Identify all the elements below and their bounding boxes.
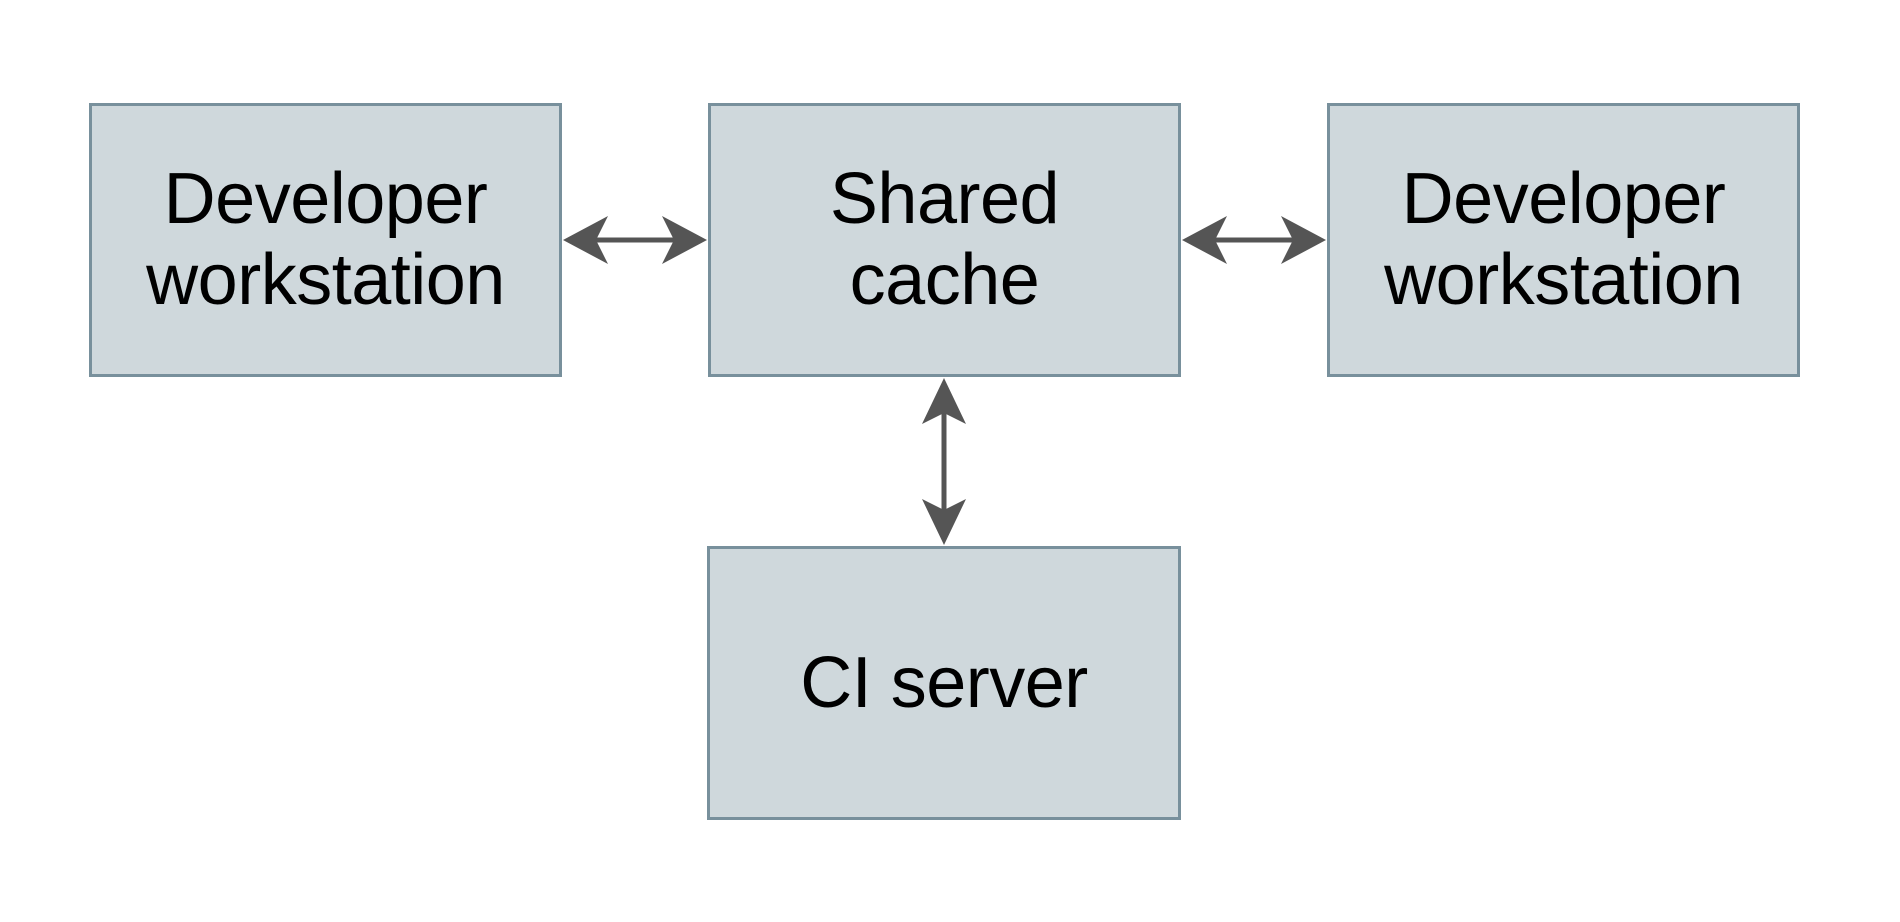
- node-label: CI server: [800, 642, 1088, 723]
- arrowhead-left: [563, 216, 608, 264]
- arrowhead-right: [662, 216, 707, 264]
- edge-shared-cache-right-workstation: [1182, 216, 1326, 264]
- node-ci-server[interactable]: CI server: [707, 546, 1181, 820]
- arrowhead-up: [922, 378, 966, 424]
- arrowhead-right: [1281, 216, 1326, 264]
- node-developer-workstation-left[interactable]: Developer workstation: [89, 103, 562, 377]
- node-label: Developer workstation: [1384, 159, 1743, 320]
- edge-shared-cache-ci-server: [922, 378, 966, 545]
- node-developer-workstation-right[interactable]: Developer workstation: [1327, 103, 1800, 377]
- node-label: Shared cache: [829, 159, 1060, 320]
- edge-left-workstation-shared-cache: [563, 216, 707, 264]
- arrowhead-down: [922, 499, 966, 545]
- node-label: Developer workstation: [146, 159, 505, 320]
- node-shared-cache[interactable]: Shared cache: [708, 103, 1181, 377]
- arrowhead-left: [1182, 216, 1227, 264]
